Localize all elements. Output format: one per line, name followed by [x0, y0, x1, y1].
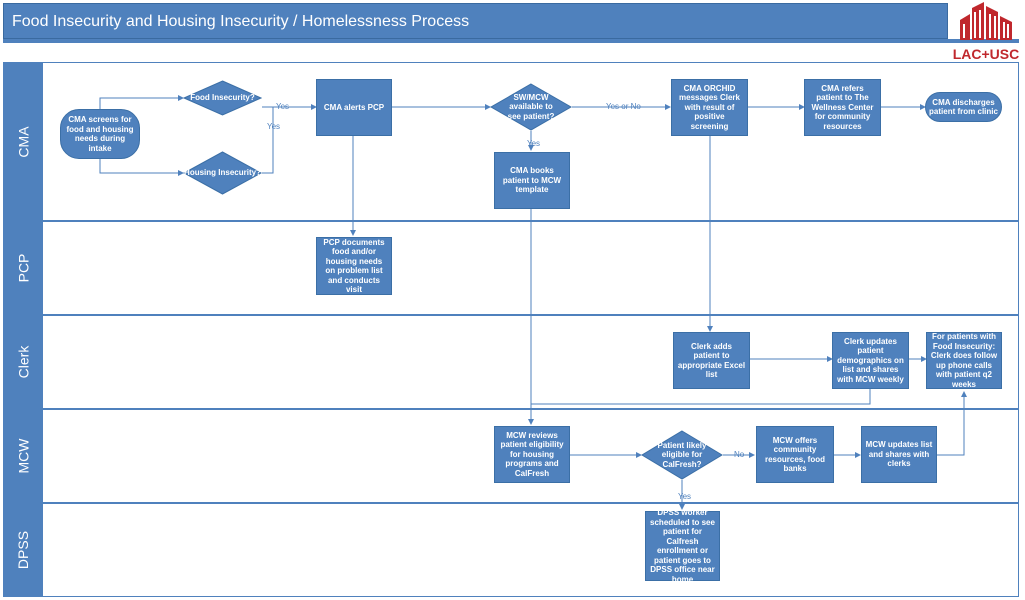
lane-dpss: DPSS	[3, 503, 1019, 597]
node-clerk-adds: Clerk adds patient to appropriate Excel …	[673, 332, 750, 389]
node-sw-mcw-available-label: SW/MCW available to see patient?	[507, 92, 555, 121]
node-cma-discharges: CMA discharges patient from clinic	[925, 92, 1002, 122]
node-housing-insecurity: Housing Insecurity?	[183, 151, 262, 195]
lane-label-mcw: MCW	[4, 410, 43, 502]
edge-label-calfresh-yes: Yes	[678, 492, 692, 501]
node-housing-insecurity-label: Housing Insecurity?	[184, 168, 261, 178]
node-cma-books: CMA books patient to MCW template	[494, 152, 570, 209]
node-sw-mcw-available: SW/MCW available to see patient?	[490, 83, 572, 131]
page-title: Food Insecurity and Housing Insecurity /…	[12, 13, 470, 30]
edge-housing-to-alert	[262, 107, 274, 174]
node-food-insecurity: Food Insecurity?	[183, 80, 262, 116]
node-mcw-updates: MCW updates list and shares with clerks	[861, 426, 937, 483]
lane-label-clerk: Clerk	[4, 316, 43, 408]
edge-updates-to-followup	[937, 391, 967, 456]
node-mcw-offers: MCW offers community resources, food ban…	[756, 426, 834, 483]
node-cma-alerts-pcp: CMA alerts PCP	[316, 79, 392, 136]
edge-label-sw-yes: Yes	[527, 139, 541, 148]
edge-label-calfresh-no: No	[734, 450, 745, 459]
edge-label-food-yes: Yes	[276, 102, 290, 111]
edge-label-sw-yes-or-no: Yes or No	[606, 102, 641, 111]
lane-label-cma: CMA	[4, 63, 43, 220]
node-cma-orchid: CMA ORCHID messages Clerk with result of…	[671, 79, 748, 136]
node-clerk-updates: Clerk updates patient demographics on li…	[832, 332, 909, 389]
title-bar: Food Insecurity and Housing Insecurity /…	[3, 3, 948, 39]
logo-text: LAC+USC	[952, 46, 1020, 62]
node-calfresh-eligible: Patient likely eligible for CalFresh?	[641, 430, 723, 480]
node-calfresh-eligible-label: Patient likely eligible for CalFresh?	[657, 440, 707, 469]
node-cma-screens: CMA screens for food and housing needs d…	[60, 109, 140, 159]
lane-label-dpss: DPSS	[4, 504, 43, 596]
title-strip	[3, 39, 1019, 43]
node-pcp-documents: PCP documents food and/or housing needs …	[316, 237, 392, 295]
lane-mcw: MCW	[3, 409, 1019, 503]
node-mcw-reviews: MCW reviews patient eligibility for hous…	[494, 426, 570, 483]
lane-label-pcp: PCP	[4, 222, 43, 314]
edge-label-housing-yes: Yes	[267, 122, 281, 131]
node-dpss-worker: DPSS worker scheduled to see patient for…	[645, 508, 720, 584]
edge-clerkupd-to-mcw	[531, 389, 871, 405]
lac-usc-logo-icon	[960, 2, 1012, 40]
lane-clerk: Clerk	[3, 315, 1019, 409]
node-cma-refers: CMA refers patient to The Wellness Cente…	[804, 79, 881, 136]
lane-cma: CMA	[3, 62, 1019, 221]
lane-pcp: PCP	[3, 221, 1019, 315]
node-food-insecurity-label: Food Insecurity?	[190, 93, 255, 103]
node-clerk-followup: For patients with Food Insecurity: Clerk…	[926, 332, 1002, 389]
